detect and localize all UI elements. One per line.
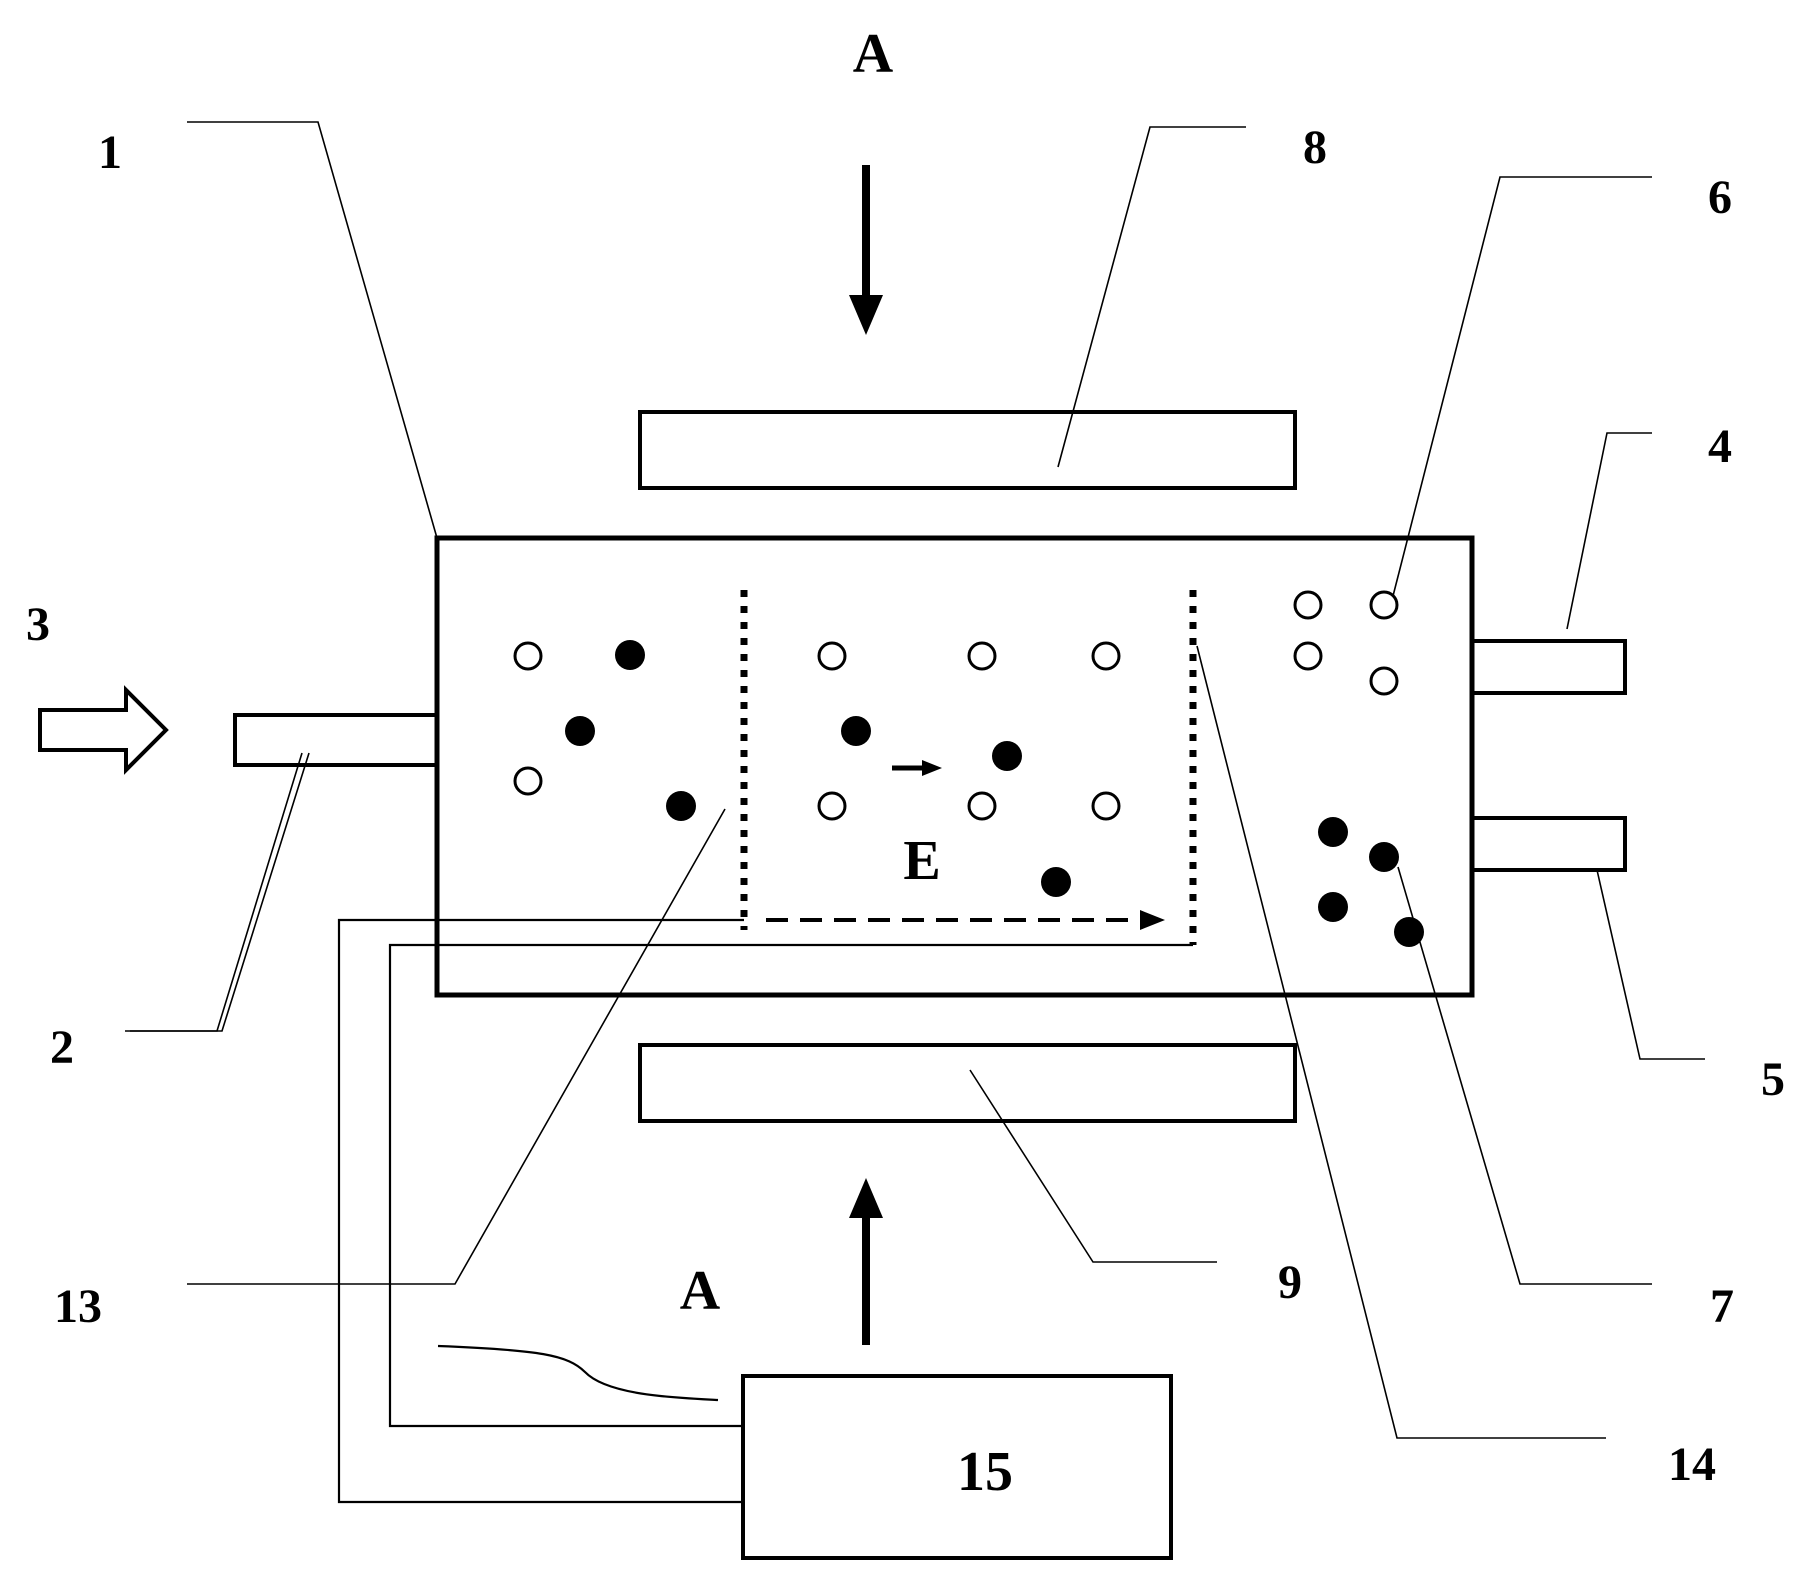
field-arrow — [766, 910, 1165, 930]
outlet-pipe-bottom — [1470, 816, 1627, 872]
solid-particle-label: 7 — [1710, 1280, 1734, 1333]
power-source — [741, 1374, 1173, 1560]
field-label: E — [903, 830, 940, 892]
outlet-pipe-top — [1470, 639, 1627, 695]
arrow-bottom — [849, 1178, 883, 1345]
plate-bottom — [638, 1043, 1297, 1123]
source-label: 15 — [957, 1441, 1013, 1503]
direction-label-top: A — [853, 23, 894, 85]
plate-top-label: 8 — [1303, 121, 1327, 174]
leader-lines — [125, 121, 1705, 1439]
outlet-top-label: 4 — [1708, 420, 1732, 473]
outlet-bottom-label: 5 — [1761, 1053, 1785, 1106]
plate-bottom-label: 9 — [1278, 1256, 1302, 1309]
wires — [337, 918, 1193, 1504]
arrow-top — [849, 165, 883, 335]
inflow-arrow — [38, 685, 169, 775]
solid-particles — [565, 640, 1424, 947]
housing-label: 1 — [98, 126, 122, 179]
open-particle-label: 6 — [1708, 171, 1732, 224]
electrode-right-label: 14 — [1668, 1438, 1716, 1491]
electrode-left-label: 13 — [54, 1280, 102, 1333]
inlet-pipe — [233, 713, 439, 767]
plate-top — [638, 410, 1297, 490]
open-particles — [513, 590, 1399, 821]
direction-label-bottom: A — [680, 1260, 721, 1322]
particle-motion-arrow — [892, 760, 942, 776]
inlet-label: 2 — [50, 1021, 74, 1074]
inflow-label: 3 — [26, 598, 50, 651]
